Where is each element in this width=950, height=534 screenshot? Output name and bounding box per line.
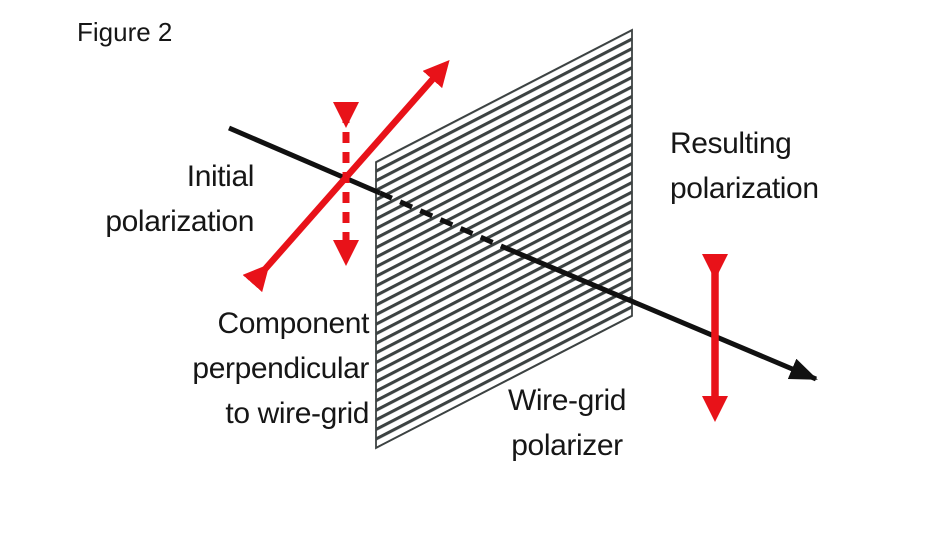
resulting-polarization-label-line2: polarization: [670, 172, 819, 205]
wire-grid-polarizer-label: Wire-grid polarizer: [447, 378, 687, 468]
wire-grid-polarizer-label-line2: polarizer: [511, 429, 623, 462]
resulting-polarization-label-line1: Resulting: [670, 127, 792, 160]
perpendicular-component-label-line2: perpendicular: [192, 352, 369, 385]
initial-polarization-label-line1: Initial: [186, 160, 255, 193]
perpendicular-component-label-line3: to wire-grid: [225, 397, 369, 430]
light-ray-transmitted-segment: [500, 243, 818, 382]
perpendicular-component-label-line1: Component: [217, 307, 370, 340]
initial-polarization-label: Initial polarization: [105, 154, 254, 244]
resulting-polarization-label: Resulting polarization: [670, 121, 819, 211]
figure-number-label: Figure 2: [77, 17, 173, 47]
wire-grid-polarizer-label-line1: Wire-grid: [507, 384, 627, 417]
initial-polarization-label-line2: polarization: [105, 205, 254, 238]
perpendicular-component-label: Component perpendicular to wire-grid: [192, 301, 369, 436]
